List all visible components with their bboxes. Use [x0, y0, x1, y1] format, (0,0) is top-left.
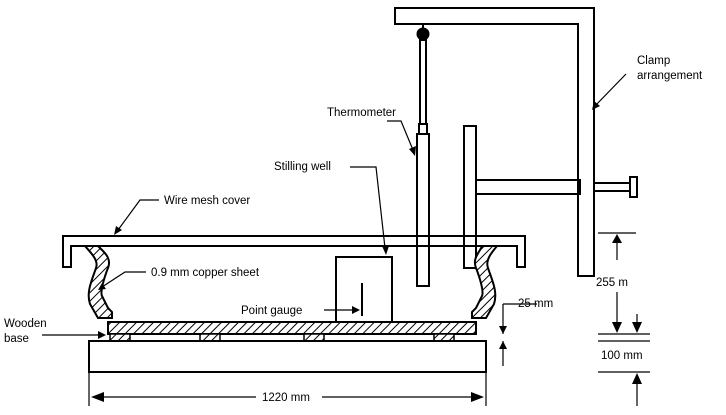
stilling-well [335, 256, 393, 323]
gauge-hanger [416, 24, 430, 125]
wire-mesh-cover [62, 235, 526, 268]
wooden-supports [109, 333, 455, 342]
thermometer-label: Thermometer [327, 107, 396, 119]
clamp-plate [463, 125, 477, 269]
base-height-dimension: 100 mm [601, 350, 643, 362]
copper-sheet-label: 0.9 mm copper sheet [151, 267, 260, 279]
thermometer [416, 123, 430, 287]
wooden-base-label-line1: Wooden [4, 318, 47, 330]
diameter-dimension: 1220 mm [262, 392, 310, 404]
clamp-label-line1: Clamp [637, 55, 670, 67]
water-level-dimension: 255 m [596, 277, 628, 289]
wooden-base-label-line2: base [4, 333, 29, 345]
leader-lines [42, 73, 627, 339]
pan-depth-dimension: 25 mm [518, 298, 553, 310]
dimension-lines [88, 232, 650, 406]
stilling-well-label: Stilling well [274, 161, 331, 173]
point-gauge-label: Point gauge [241, 305, 302, 317]
clamp-label-line2: arrangement [637, 70, 703, 82]
copper-pan [82, 245, 500, 335]
wire-mesh-cover-label: Wire mesh cover [164, 195, 250, 207]
wooden-base [88, 340, 487, 373]
hanger-ball [416, 27, 430, 41]
